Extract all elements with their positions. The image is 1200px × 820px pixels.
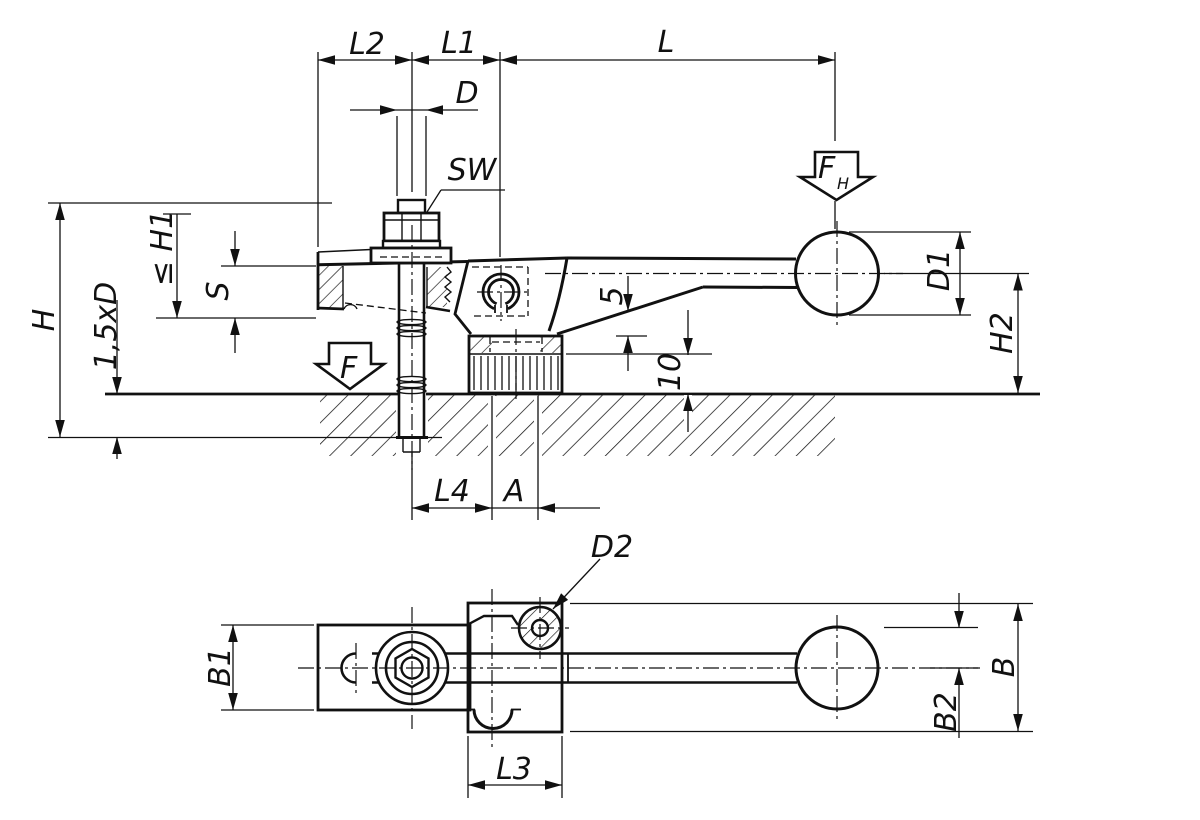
dim-label-l1: L1 [441,26,477,61]
dim-label-l4: L4 [434,474,470,509]
washer [369,246,453,265]
ground-section [105,392,1040,457]
dim-label-15xd: 1,5xD [89,282,124,371]
dim-label-h2: H2 [985,312,1020,354]
slot-end-arc [472,709,514,730]
pivot-head [453,256,569,335]
dim-label-b1: B1 [203,647,238,687]
serrated-face [443,266,453,303]
dim-label-s: S [201,281,236,300]
dim-label-h1: ≤ H1 [145,210,180,286]
dimension-labels: L2 L1 L D SW H ≤ H1 S 1,5xD 5 10 D1 H2 L… [27,25,1022,787]
stud-tip [396,198,427,215]
dim-label-a: A [502,474,525,509]
dim-label-l: L [658,25,675,60]
clamp-plate-section [316,248,469,314]
dim-label-d2: D2 [591,530,633,565]
force-label-fh-sub: H [837,174,849,193]
force-fh-arrow [795,150,878,202]
plan-view-geometry [298,589,980,748]
side-view-geometry [316,198,903,470]
extension-lines [48,52,1033,798]
dim-label-d: D [455,76,478,111]
pin-section-hatch [519,607,561,649]
dim-label-b: B [987,657,1022,678]
side-view-centerlines [411,221,903,470]
dim-label-b2: B2 [929,692,964,732]
dim-label-l3: L3 [496,752,532,787]
sw-leader-line [426,189,442,213]
dim-label-10: 10 [653,353,688,391]
plan-view-centerlines [298,589,980,748]
dim-label-sw: SW [448,153,498,188]
force-f-arrow [312,341,388,391]
force-arrows [312,150,878,391]
slot-tab-detail [466,614,519,627]
dim-label-d1: D1 [922,249,957,291]
dim-label-l2: L2 [349,27,385,62]
force-label-fh: F [818,151,836,186]
dim-label-5: 5 [595,286,630,305]
relief-notch [343,303,358,310]
slot-rounded-end [340,652,357,684]
dim-label-h: H [27,309,62,332]
force-label-f: F [340,351,358,386]
dimensioning: L2 L1 L D SW H ≤ H1 S 1,5xD 5 10 D1 H2 L… [27,25,1033,798]
lever-handle [556,230,880,336]
